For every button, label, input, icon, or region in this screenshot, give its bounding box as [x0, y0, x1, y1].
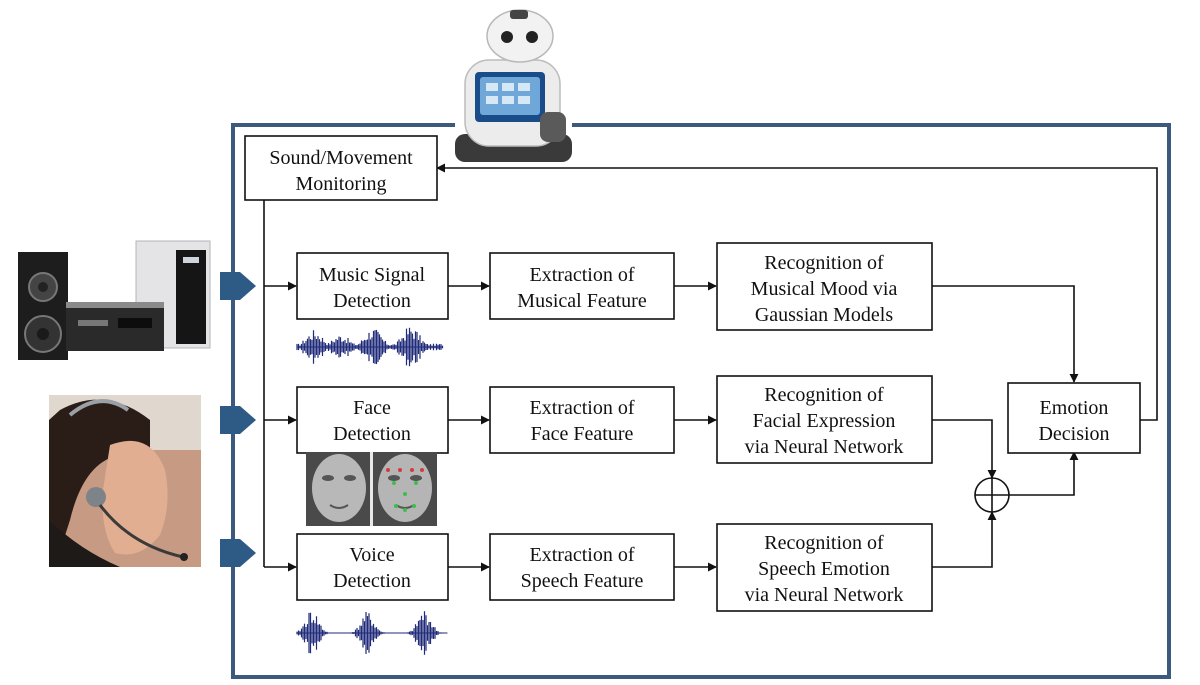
connector-lines	[263, 163, 1158, 572]
block-text-line: Face	[353, 397, 391, 419]
speech-emotion-recognition-box: Recognition of Speech Emotion via Neural…	[716, 523, 933, 612]
speech-feature-extraction-box: Extraction of Speech Feature	[489, 533, 675, 601]
block-text-line: Voice	[349, 544, 394, 566]
person-with-headset-icon	[49, 395, 201, 567]
face-input-arrow	[220, 406, 256, 434]
block-text-line: Detection	[333, 423, 411, 445]
sound-movement-monitoring-box: Sound/Movement Monitoring	[244, 135, 438, 201]
block-text-line: Speech Emotion	[758, 558, 890, 580]
block-text-line: Speech Feature	[521, 570, 644, 592]
speakers-icon	[18, 240, 211, 360]
sum-junction	[974, 477, 1010, 513]
face-detection-box: Face Detection	[296, 386, 449, 454]
face-feature-extraction-box: Extraction of Face Feature	[489, 386, 675, 454]
block-text-line: Extraction of	[530, 397, 635, 419]
block-text-line: Music Signal	[319, 264, 426, 286]
block-text-line: Sound/Movement	[269, 147, 413, 169]
robot-icon	[455, 9, 572, 162]
emotion-decision-box: Emotion Decision	[1007, 382, 1141, 454]
block-text-line: Facial Expression	[753, 410, 896, 432]
musical-feature-extraction-box: Extraction of Musical Feature	[489, 252, 675, 320]
block-text-line: Recognition of	[764, 252, 884, 274]
block-text-line: Detection	[333, 290, 411, 312]
block-text-line: Emotion	[1040, 397, 1109, 419]
facial-expression-recognition-box: Recognition of Facial Expression via Neu…	[716, 375, 933, 464]
block-text-line: Monitoring	[295, 173, 386, 195]
music-signal-detection-box: Music Signal Detection	[296, 252, 449, 320]
musical-mood-recognition-box: Recognition of Musical Mood via Gaussian…	[716, 242, 933, 331]
block-text-line: Detection	[333, 570, 411, 592]
voice-input-arrow	[220, 539, 256, 567]
block-text-line: Musical Feature	[517, 290, 647, 312]
block-text-line: Decision	[1038, 423, 1109, 445]
music-waveform-icon	[296, 327, 444, 367]
block-text-line: Musical Mood via	[751, 278, 898, 300]
block-text-line: Recognition of	[764, 532, 884, 554]
block-text-line: Gaussian Models	[755, 304, 894, 326]
block-text-line: Recognition of	[764, 384, 884, 406]
block-text-line: via Neural Network	[745, 436, 904, 458]
system-frame	[231, 123, 1171, 679]
face-landmarks-icon	[306, 452, 437, 526]
block-text-line: Extraction of	[530, 544, 635, 566]
block-text-line: Face Feature	[531, 423, 634, 445]
music-input-arrow	[220, 272, 256, 300]
block-text-line: via Neural Network	[745, 584, 904, 606]
block-text-line: Extraction of	[530, 264, 635, 286]
speech-waveform-icon	[296, 611, 448, 655]
voice-detection-box: Voice Detection	[296, 533, 449, 601]
